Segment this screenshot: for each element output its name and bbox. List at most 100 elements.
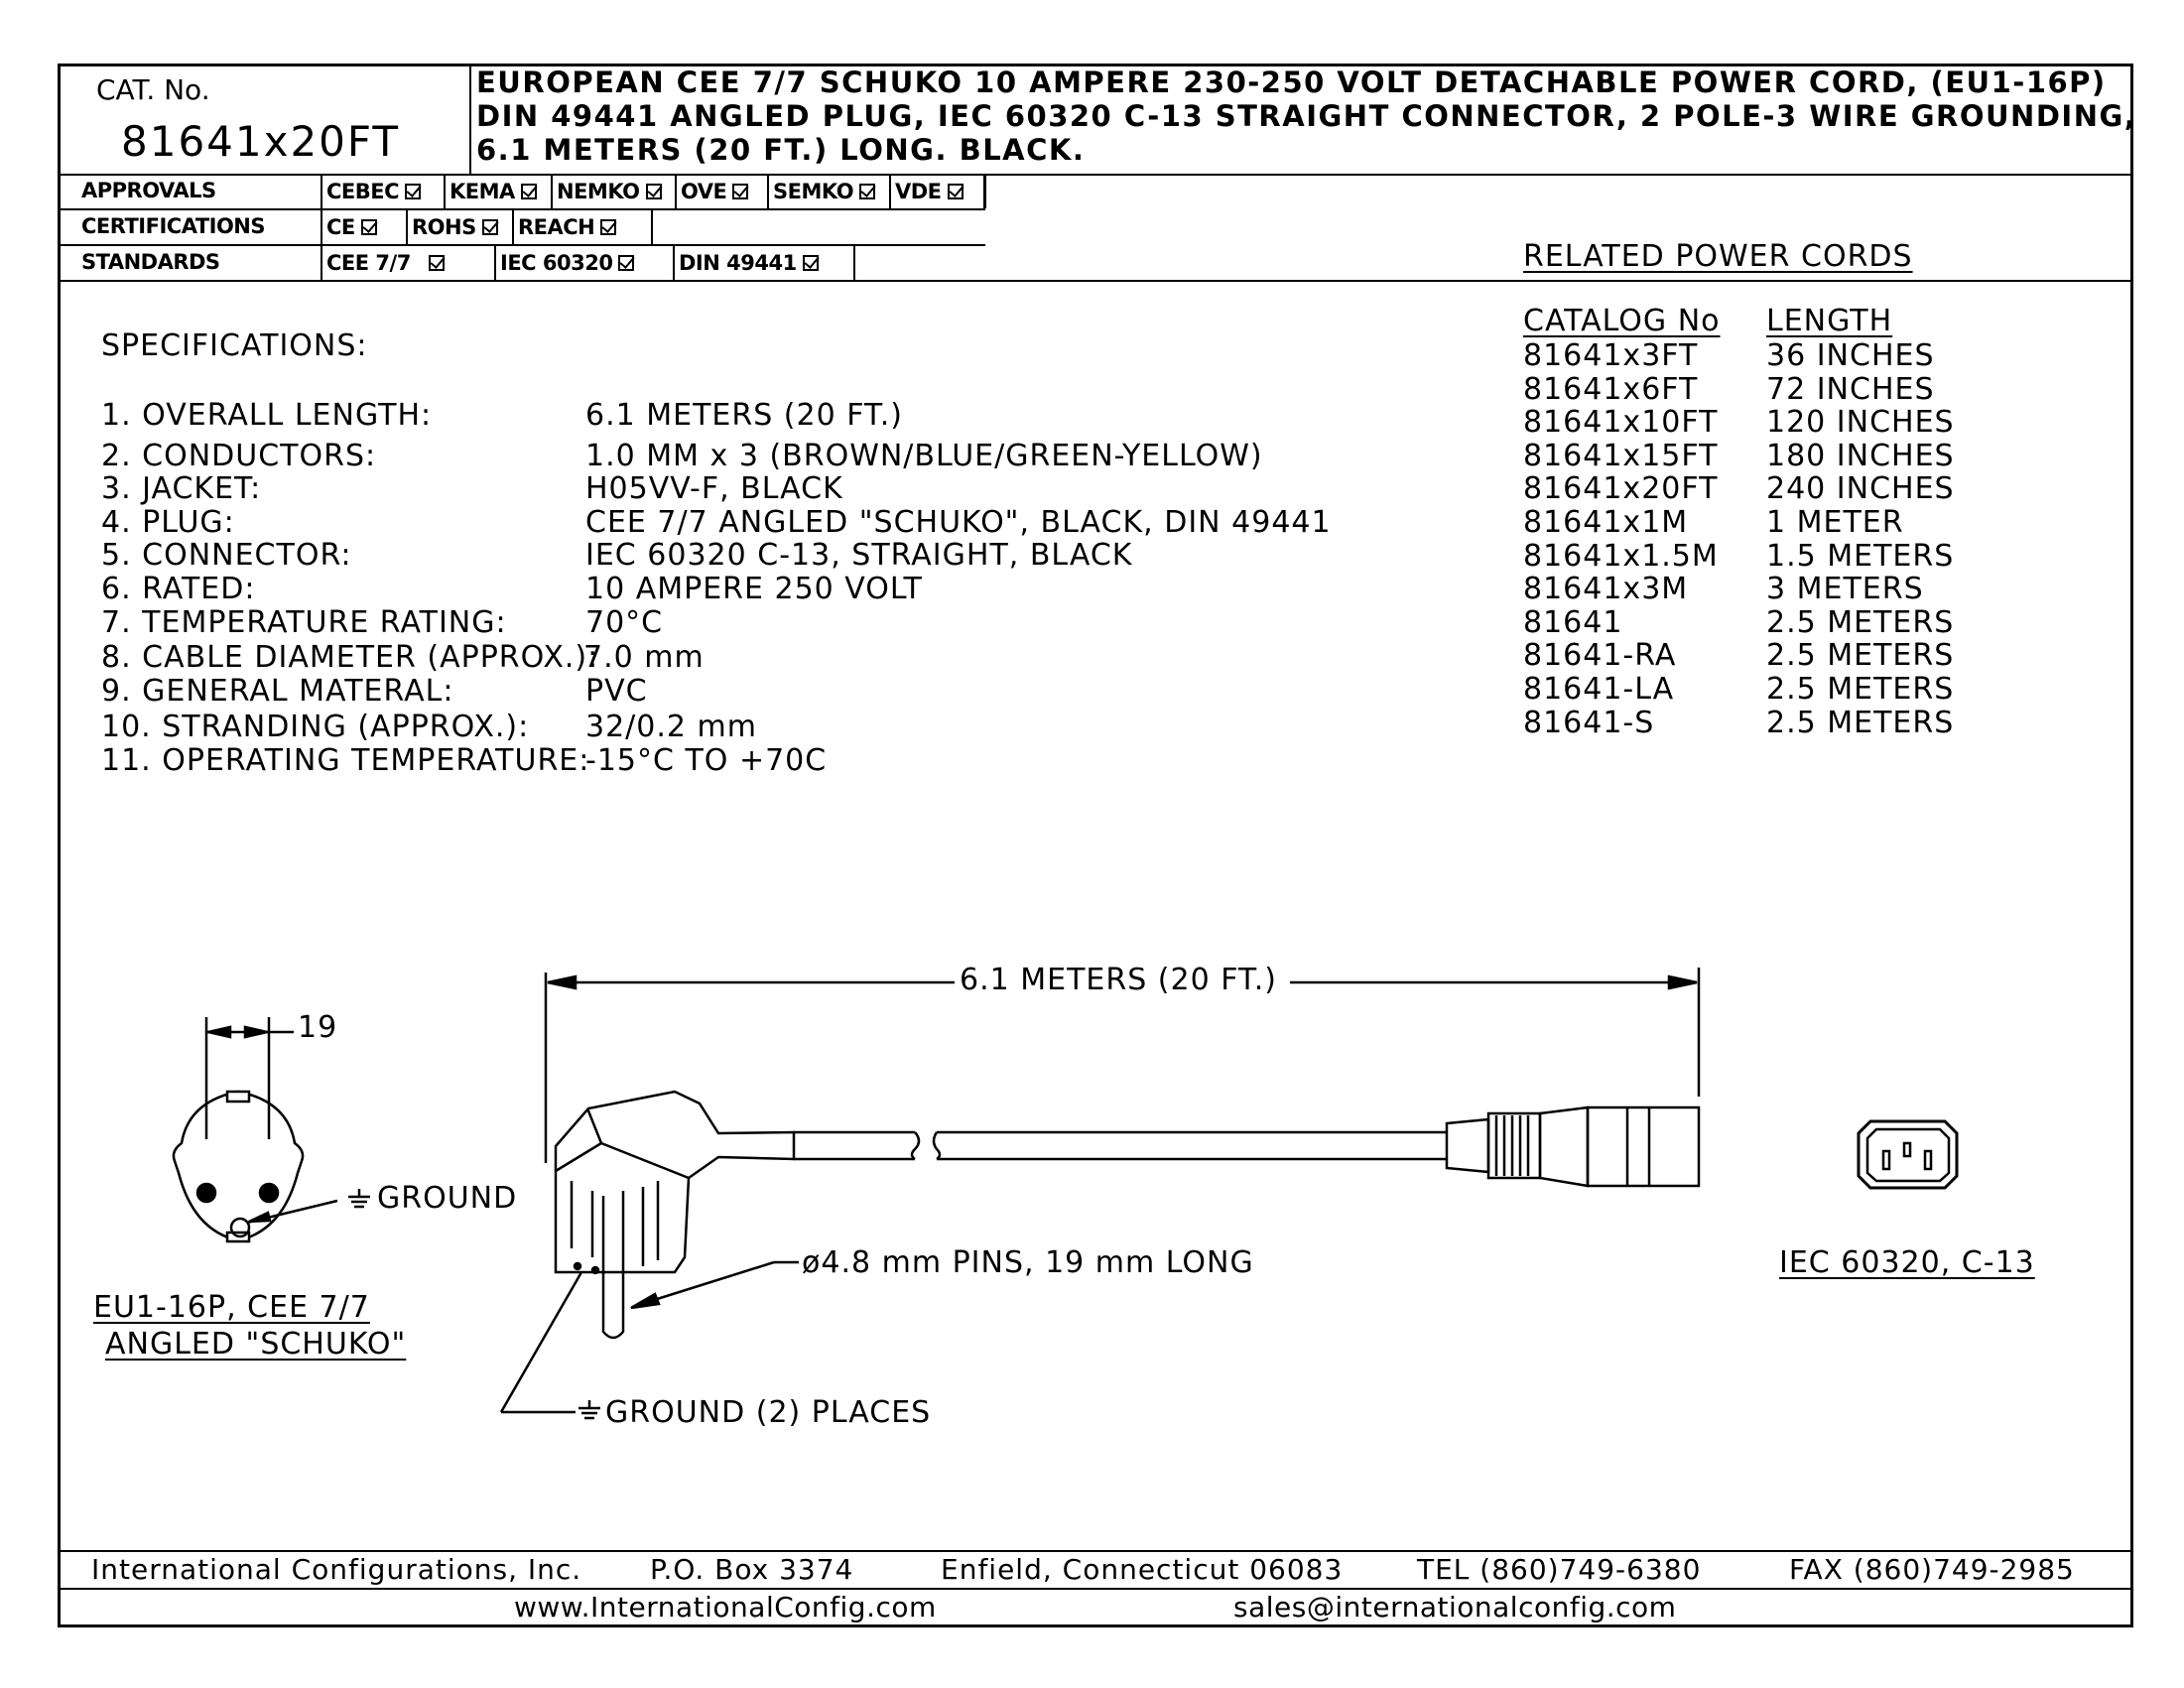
ground-label: GROUND [377, 1181, 518, 1216]
title-line-1: EUROPEAN CEE 7/7 SCHUKO 10 AMPERE 230-25… [476, 65, 2107, 99]
footer-top-line [58, 1550, 2133, 1552]
checkbox-icon [405, 184, 422, 199]
spec-value: IEC 60320 C-13, STRAIGHT, BLACK [585, 538, 1133, 573]
related-catalog: 81641-S [1523, 705, 1655, 740]
checkbox-icon [732, 184, 749, 199]
spec-label: 8. CABLE DIAMETER (APPROX.): [101, 640, 599, 675]
checkbox-icon [618, 255, 635, 271]
related-length: 2.5 METERS [1766, 705, 1955, 740]
checkbox-icon [600, 219, 617, 235]
related-catalog: 81641x15FT [1523, 438, 1719, 473]
standards-label: STANDARDS [81, 250, 220, 274]
checkbox-icon [520, 184, 537, 199]
related-length: 72 INCHES [1766, 371, 1935, 407]
spec-label: 11. OPERATING TEMPERATURE: [101, 743, 590, 778]
related-length: 120 INCHES [1766, 405, 1955, 441]
footer-tel: TEL (860)749-6380 [1417, 1553, 1702, 1586]
ground-symbol-icon [578, 1400, 600, 1420]
ground-symbol-icon [348, 1189, 370, 1209]
approvals-label: APPROVALS [81, 179, 216, 202]
approval-vde: VDE [891, 175, 985, 208]
spec-label: 6. RATED: [101, 572, 256, 606]
footer-mid-line [58, 1588, 2133, 1590]
footer-company: International Configurations, Inc. [91, 1553, 582, 1586]
header-bottom-line [58, 174, 2133, 176]
footer-email-link[interactable]: sales@internationalconfig.com [1233, 1591, 1677, 1623]
approvals-row-line [58, 208, 985, 210]
spec-value: 6.1 METERS (20 FT.) [585, 398, 903, 433]
spec-label: 5. CONNECTOR: [101, 538, 352, 573]
drawing-frame [58, 64, 2133, 1627]
related-catalog: 81641-LA [1523, 672, 1675, 707]
cat-number: 81641x20FT [121, 117, 400, 166]
cat-label: CAT. No. [96, 73, 210, 106]
title-line-3: 6.1 METERS (20 FT.) LONG. BLACK. [476, 133, 1086, 167]
checkbox-icon [481, 219, 498, 235]
approval-semko: SEMKO [769, 175, 891, 208]
spec-label: 10. STRANDING (APPROX.): [101, 710, 530, 744]
certifications-row-line [58, 244, 985, 246]
approval-cebec: CEBEC [322, 175, 446, 208]
spec-value: 7.0 mm [583, 640, 705, 675]
spec-value: 70°C [585, 605, 664, 640]
related-length: 240 INCHES [1766, 471, 1955, 507]
c13-connector [1445, 1105, 1701, 1188]
footer-city: Enfield, Connecticut 06083 [941, 1553, 1344, 1586]
checkbox-icon [802, 255, 819, 271]
c13-face-icon [1857, 1119, 1959, 1190]
related-length: 2.5 METERS [1766, 604, 1955, 640]
related-catalog: 81641x3FT [1523, 338, 1699, 373]
spec-label: 9. GENERAL MATERAL: [101, 674, 454, 709]
row-label-divider [321, 175, 322, 280]
spec-value: -15°C TO +70C [585, 743, 828, 778]
checkbox-icon [859, 184, 876, 199]
related-length: 2.5 METERS [1766, 638, 1955, 674]
related-length: 36 INCHES [1766, 338, 1935, 373]
plug-caption-line-2: ANGLED "SCHUKO" [105, 1327, 407, 1362]
related-catalog: 81641x10FT [1523, 405, 1719, 441]
pins-note: ø4.8 mm PINS, 19 mm LONG [802, 1245, 1254, 1280]
related-col-catalog: CATALOG No [1523, 304, 1721, 338]
spec-value: H05VV-F, BLACK [585, 471, 843, 506]
spec-value: PVC [585, 674, 648, 709]
certifications-label: CERTIFICATIONS [81, 214, 266, 238]
footer-web-link[interactable]: www.InternationalConfig.com [514, 1591, 937, 1623]
standard-din49441: DIN 49441 [675, 246, 855, 280]
checkbox-icon [645, 184, 662, 199]
related-col-length: LENGTH [1766, 304, 1893, 338]
related-catalog: 81641x1.5M [1523, 538, 1719, 574]
spec-value: CEE 7/7 ANGLED "SCHUKO", BLACK, DIN 4944… [585, 505, 1332, 540]
specifications-heading: SPECIFICATIONS: [101, 328, 368, 363]
approval-kema: KEMA [446, 175, 553, 208]
header-divider [469, 64, 471, 175]
related-length: 1.5 METERS [1766, 538, 1955, 574]
related-catalog: 81641x20FT [1523, 471, 1719, 507]
approval-nemko: NEMKO [553, 175, 677, 208]
angled-plug [554, 1090, 796, 1340]
title-line-2: DIN 49441 ANGLED PLUG, IEC 60320 C-13 ST… [476, 99, 2137, 133]
length-dimension-line [544, 968, 1701, 1163]
approvals-end-line [984, 175, 986, 208]
related-heading: RELATED POWER CORDS [1523, 239, 1913, 274]
standards-cells-bottom [322, 280, 855, 282]
pins-leader [630, 1260, 799, 1310]
spec-label: 7. TEMPERATURE RATING: [101, 605, 507, 640]
related-length: 3 METERS [1766, 572, 1924, 607]
related-catalog: 81641x6FT [1523, 371, 1699, 407]
dim-19-label: 19 [298, 1010, 338, 1045]
checkbox-icon [947, 184, 964, 199]
spec-label: 4. PLUG: [101, 505, 235, 540]
cert-reach: REACH [514, 210, 653, 244]
checkbox-icon [360, 219, 377, 235]
footer-fax: FAX (860)749-2985 [1789, 1553, 2075, 1586]
approval-ove: OVE [677, 175, 769, 208]
related-length: 2.5 METERS [1766, 672, 1955, 707]
connector-caption: IEC 60320, C-13 [1779, 1245, 2035, 1280]
schuko-face [172, 1017, 338, 1243]
spec-label: 1. OVERALL LENGTH: [101, 398, 433, 433]
spec-label: 2. CONDUCTORS: [101, 439, 377, 473]
cord-body [794, 1130, 1447, 1161]
related-length: 180 INCHES [1766, 438, 1955, 473]
standard-cee77: CEE 7/7 [322, 246, 496, 280]
standards-row-line [58, 280, 2133, 282]
